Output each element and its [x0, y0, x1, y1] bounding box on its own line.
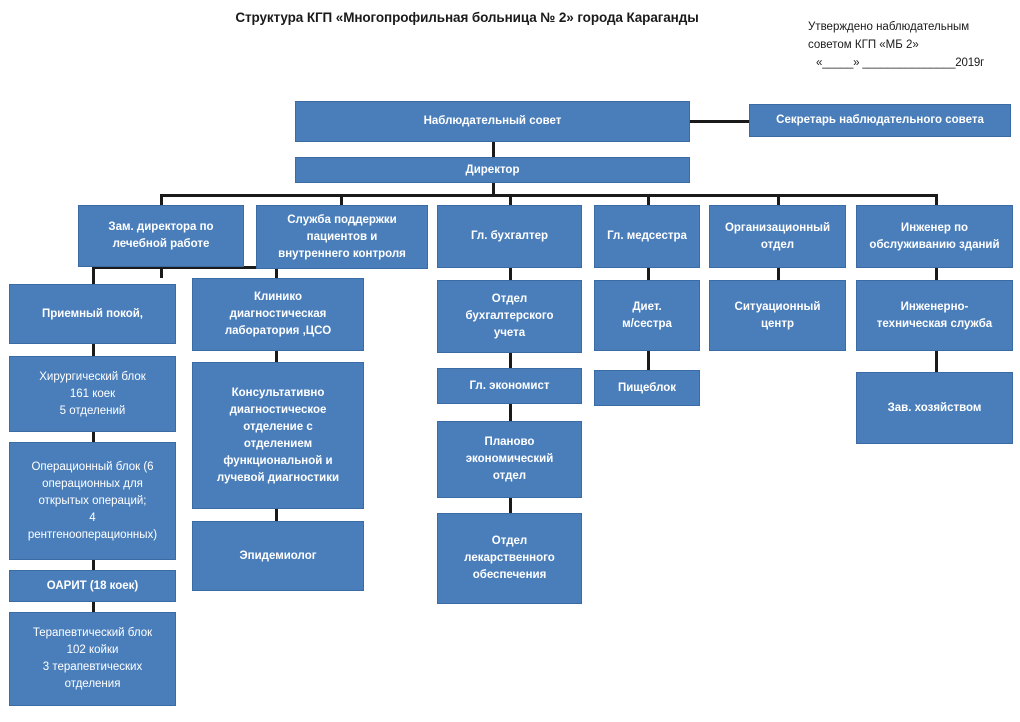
connector-deputy-bus — [92, 266, 278, 269]
connector-accdept-to-economist — [509, 353, 512, 368]
node-chief-accountant[interactable]: Гл. бухгалтер — [437, 205, 582, 268]
node-admission-ward-label: Приемный покой, — [41, 307, 143, 320]
node-accounting-department-label: Отдел бухгалтерского учета — [465, 293, 554, 339]
node-organizational-department[interactable]: Организационный отдел — [709, 205, 846, 268]
node-chief-economist-label: Гл. экономист — [469, 379, 550, 392]
node-epidemiologist[interactable]: Эпидемиолог — [192, 521, 364, 591]
node-oarit-label: ОАРИТ (18 коек) — [46, 579, 139, 592]
node-food-unit-label: Пищеблок — [617, 381, 677, 394]
node-operating-block[interactable]: Операционный блок (6 операционных для от… — [9, 442, 176, 560]
node-board-secretary[interactable]: Секретарь наблюдательного совета — [749, 104, 1011, 137]
node-clinical-lab-label: Клинико диагностическая лаборатория ,ЦСО — [224, 291, 332, 337]
node-admission-ward[interactable]: Приемный покой, — [9, 284, 176, 344]
node-therapeutic-block-label: Терапевтический блок 102 койки 3 терапев… — [32, 627, 153, 690]
connector-deputy-down — [160, 266, 163, 278]
connector-operating-to-oarit — [92, 560, 95, 570]
node-director-label: Директор — [465, 163, 520, 176]
connector-bus-drop-orgdept — [777, 194, 780, 206]
connector-admission-to-surgical — [92, 344, 95, 356]
approval-line-1: Утверждено наблюдательным — [808, 21, 970, 33]
connector-bus-drop-engineer — [935, 194, 938, 206]
node-epidemiologist-label: Эпидемиолог — [239, 549, 317, 562]
connector-director-to-bus — [492, 182, 495, 197]
connector-bus-drop-support — [340, 194, 343, 206]
node-planning-economic[interactable]: Планово экономический отдел — [437, 421, 582, 498]
connector-accountant-to-accdept — [509, 267, 512, 280]
node-building-engineer[interactable]: Инженер по обслуживанию зданий — [856, 205, 1013, 268]
connector-bus-drop-nurse — [647, 194, 650, 206]
connector-consultative-to-epidemiologist — [275, 509, 278, 521]
node-situational-center[interactable]: Ситуационный центр — [709, 280, 846, 351]
approval-line-2: советом КГП «МБ 2» — [808, 39, 919, 51]
node-organizational-department-label: Организационный отдел — [724, 221, 831, 251]
node-oarit[interactable]: ОАРИТ (18 коек) — [9, 570, 176, 602]
connector-dietnurse-to-foodunit — [647, 351, 650, 370]
connector-planning-to-drugsupply — [509, 498, 512, 513]
connector-bus-drop-accountant — [509, 194, 512, 206]
connector-oarit-to-therapeutic — [92, 602, 95, 612]
node-engineering-technical[interactable]: Инженерно- техническая служба — [856, 280, 1013, 351]
node-patient-support-service[interactable]: Служба поддержки пациентов и внутреннего… — [256, 205, 428, 269]
node-patient-support-service-label: Служба поддержки пациентов и внутреннего… — [278, 213, 406, 260]
node-board-secretary-label: Секретарь наблюдательного совета — [776, 114, 984, 126]
node-deputy-director-medical[interactable]: Зам. директора по лечебной работе — [78, 205, 244, 267]
node-director[interactable]: Директор — [295, 157, 690, 183]
node-supervisory-board[interactable]: Наблюдательный совет — [295, 101, 690, 142]
connector-deputy-to-lab — [275, 266, 278, 278]
node-drug-supply-label: Отдел лекарственного обеспечения — [464, 535, 555, 581]
node-facilities-manager-label: Зав. хозяйством — [887, 401, 982, 414]
connector-engineer-to-engtech — [935, 267, 938, 280]
node-accounting-department[interactable]: Отдел бухгалтерского учета — [437, 280, 582, 353]
approval-note: Утверждено наблюдательным советом КГП «М… — [808, 18, 1018, 72]
node-therapeutic-block[interactable]: Терапевтический блок 102 койки 3 терапев… — [9, 612, 176, 706]
connector-economist-to-planning — [509, 404, 512, 421]
node-chief-nurse-label: Гл. медсестра — [607, 230, 687, 242]
node-chief-economist[interactable]: Гл. экономист — [437, 368, 582, 404]
node-food-unit[interactable]: Пищеблок — [594, 370, 700, 406]
node-surgical-block[interactable]: Хирургический блок 161 коек 5 отделений — [9, 356, 176, 432]
node-diet-nurse[interactable]: Диет. м/сестра — [594, 280, 700, 351]
node-chief-nurse[interactable]: Гл. медсестра — [594, 205, 700, 268]
node-consultative-diagnostic[interactable]: Консультативно диагностическое отделение… — [192, 362, 364, 509]
node-operating-block-label: Операционный блок (6 операционных для от… — [27, 460, 158, 541]
connector-board-to-director — [492, 142, 495, 158]
connector-lab-to-consultative — [275, 351, 278, 362]
connector-deputy-to-admission — [92, 266, 95, 284]
node-supervisory-board-label: Наблюдательный совет — [423, 115, 562, 127]
connector-bus-drop-deputy — [160, 194, 163, 206]
node-situational-center-label: Ситуационный центр — [734, 300, 821, 330]
node-diet-nurse-label: Диет. м/сестра — [622, 300, 672, 330]
connector-tier2-bus — [160, 194, 937, 197]
node-consultative-diagnostic-label: Консультативно диагностическое отделение… — [216, 386, 340, 484]
connector-orgdept-to-situational — [777, 267, 780, 280]
node-facilities-manager[interactable]: Зав. хозяйством — [856, 372, 1013, 444]
node-chief-accountant-label: Гл. бухгалтер — [470, 230, 549, 242]
node-drug-supply[interactable]: Отдел лекарственного обеспечения — [437, 513, 582, 604]
connector-engtech-to-facilities — [935, 351, 938, 372]
connector-board-to-secretary — [690, 120, 749, 123]
node-surgical-block-label: Хирургический блок 161 коек 5 отделений — [39, 370, 146, 417]
node-clinical-lab[interactable]: Клинико диагностическая лаборатория ,ЦСО — [192, 278, 364, 351]
node-engineering-technical-label: Инженерно- техническая служба — [876, 300, 993, 330]
node-planning-economic-label: Планово экономический отдел — [465, 436, 554, 482]
approval-line-3: «_____» _______________2019г — [816, 57, 985, 69]
connector-surgical-to-operating — [92, 432, 95, 442]
page-title: Структура КГП «Многопрофильная больница … — [235, 10, 699, 25]
node-deputy-director-medical-label: Зам. директора по лечебной работе — [108, 221, 214, 250]
connector-nurse-to-dietnurse — [647, 267, 650, 280]
node-building-engineer-label: Инженер по обслуживанию зданий — [869, 221, 1000, 251]
